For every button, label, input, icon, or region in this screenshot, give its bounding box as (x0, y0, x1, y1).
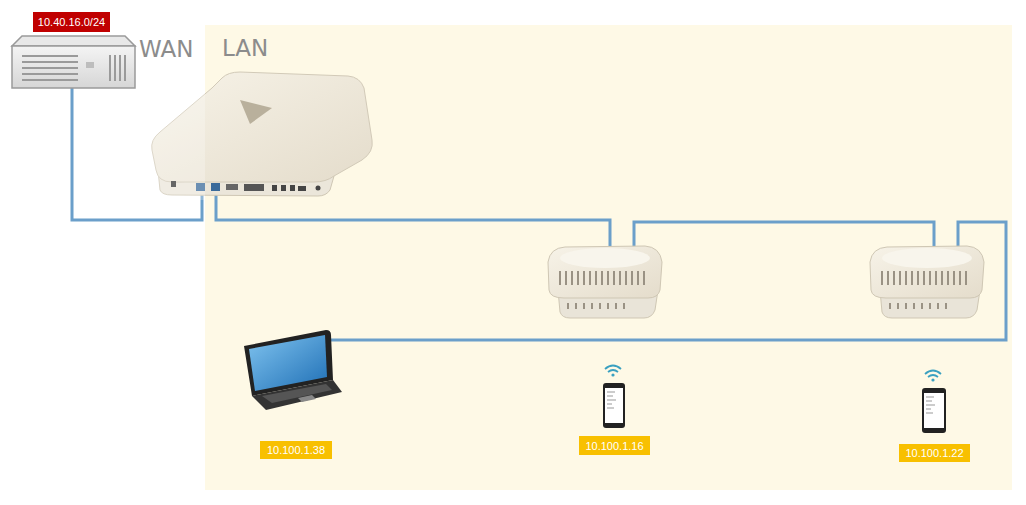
mesh-node (870, 246, 984, 318)
phone-icon (922, 371, 946, 434)
zone-label: WAN (139, 36, 193, 62)
lan-zone: LAN 10.100.1.38 10.100.1.16 10.100.1.22 (205, 25, 1012, 490)
zone-label: LAN (222, 35, 268, 61)
laptop-icon (244, 330, 342, 410)
wan-router-icon (12, 36, 135, 88)
ip-label: 10.100.1.22 (899, 444, 970, 462)
ip-label: 10.100.1.38 (260, 441, 332, 459)
subnet-label: 10.40.16.0/24 (33, 12, 110, 32)
ip-text: 10.100.1.22 (905, 447, 963, 459)
phone-icon (603, 366, 625, 429)
ip-text: 10.100.1.38 (267, 444, 325, 456)
ip-text: 10.40.16.0/24 (38, 16, 105, 28)
ip-text: 10.100.1.16 (585, 440, 643, 452)
ip-label: 10.100.1.16 (579, 436, 650, 455)
mesh-node (548, 246, 662, 318)
main-access-point (150, 70, 372, 200)
cable (72, 88, 1006, 378)
